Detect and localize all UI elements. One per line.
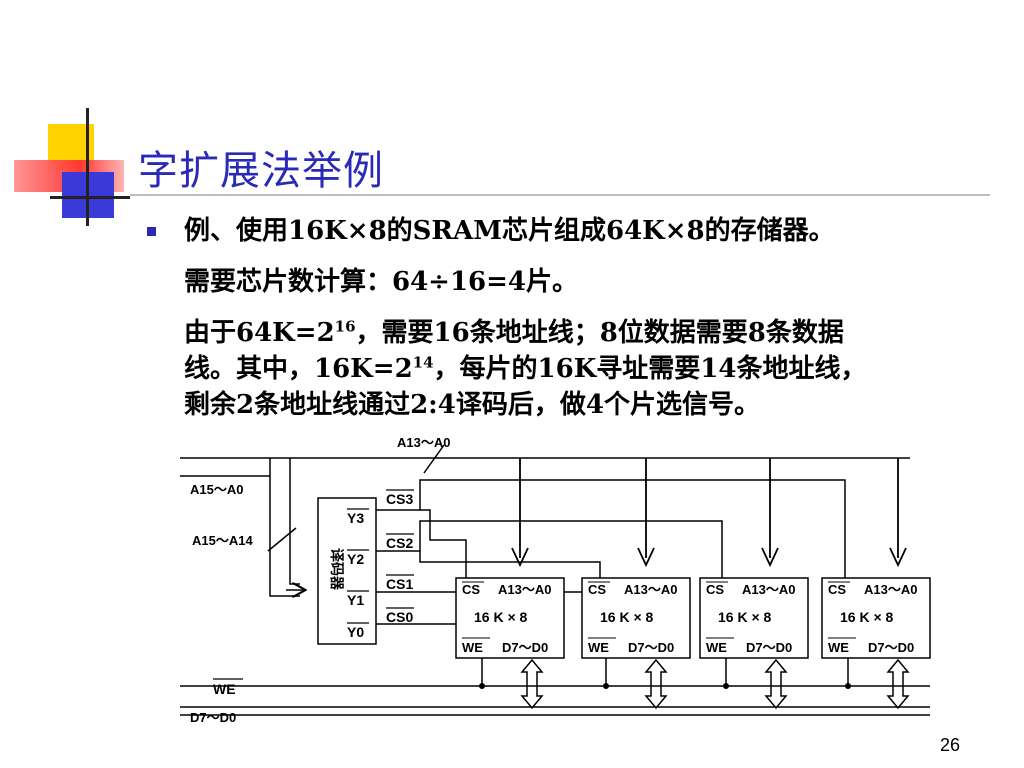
slide-title: 字扩展法举例 [138,148,384,194]
svg-text:D7～D0: D7～D0 [868,640,914,655]
svg-text:WE: WE [828,640,849,655]
svg-text:CS: CS [828,582,846,597]
cs3-label: CS3 [386,491,413,507]
svg-text:A13～A0: A13～A0 [742,582,795,597]
cs0-label: CS0 [386,609,413,625]
svg-text:D7～D0: D7～D0 [502,640,548,655]
svg-text:A13～A0: A13～A0 [864,582,917,597]
decoder-out-y1: Y1 [347,592,364,608]
svg-text:WE: WE [588,640,609,655]
svg-text:CS: CS [706,582,724,597]
body-line-1: 例、使用16K×8的SRAM芯片组成64K×8的存储器。 [184,216,835,246]
body-line-3: 由于64K=216，需要16条地址线；8位数据需要8条数据 [184,317,844,348]
body-line-4: 线。其中，16K=214，每片的16K寻址需要14条地址线， [184,353,867,384]
decor-horizontal-line [50,196,130,199]
page-number: 26 [940,735,961,755]
svg-text:A13～A0: A13～A0 [498,582,551,597]
label-we: WE [213,681,236,697]
decoder-out-y3: Y3 [347,510,364,526]
data-arrows [520,658,910,710]
svg-text:16 K × 8: 16 K × 8 [840,609,894,625]
svg-text:CS: CS [462,582,480,597]
cs1-label: CS1 [386,576,413,592]
svg-text:WE: WE [462,640,483,655]
decoder-box [317,497,377,645]
svg-text:16 K × 8: 16 K × 8 [718,609,772,625]
svg-text:A13～A0: A13～A0 [624,582,677,597]
chip-0: CS A13～A0 16 K × 8 WE D7～D0 [455,577,565,659]
cs2-label: CS2 [386,535,413,551]
chip-1: CS A13～A0 16 K × 8 WE D7～D0 [581,577,691,659]
decoder-label: 译码器 [329,548,345,591]
svg-text:D7～D0: D7～D0 [746,640,792,655]
bullet-icon [147,227,156,236]
title-divider [130,194,990,196]
chip-2: CS A13～A0 16 K × 8 WE D7～D0 [699,577,809,659]
label-data-bus: D7～D0 [190,710,236,725]
svg-text:CS: CS [588,582,606,597]
decoder-out-y2: Y2 [347,551,364,567]
svg-text:16 K × 8: 16 K × 8 [474,609,528,625]
decoder-out-y0: Y0 [347,624,364,640]
label-top-bus: A13～A0 [397,435,450,450]
body-line-2: 需要芯片数计算：64÷16=4片。 [184,267,579,297]
svg-text:WE: WE [706,640,727,655]
svg-text:D7～D0: D7～D0 [628,640,674,655]
chip-3: CS A13～A0 16 K × 8 WE D7～D0 [821,577,931,659]
body-line-5: 剩余2条地址线通过2:4译码后，做4个片选信号。 [184,390,760,420]
svg-text:16 K × 8: 16 K × 8 [600,609,654,625]
decor-vertical-line [86,108,89,226]
we-taps [479,658,851,689]
address-arrows [511,458,907,568]
label-a15-a0: A15～A0 [190,482,243,497]
label-a15-a14: A15～A14 [192,533,253,548]
